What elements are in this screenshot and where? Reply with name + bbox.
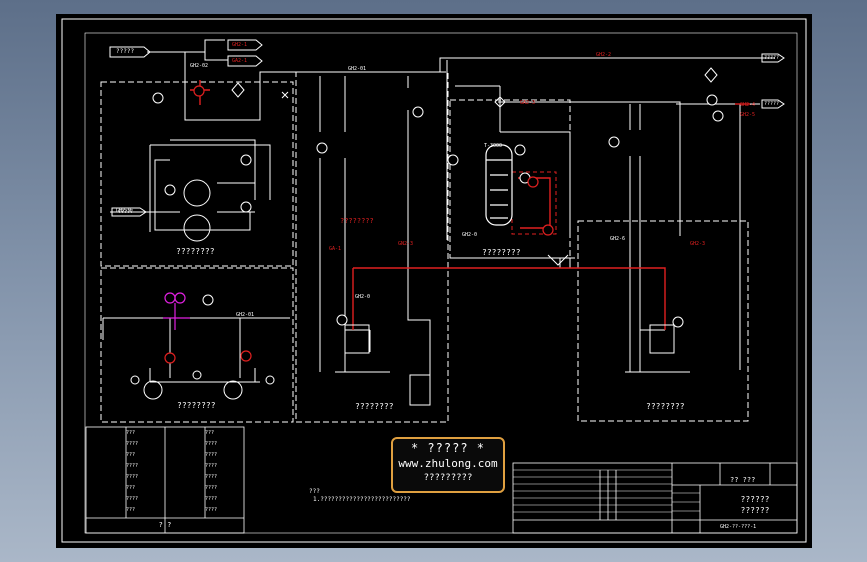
legend-cell: ???? [205,506,218,513]
legend-row: ???? ???? [86,471,244,482]
svg-text:GH2-4: GH2-4 [740,102,755,108]
note-text: 1.????????????????????????? [313,496,411,503]
legend-cell: ???? [205,495,218,502]
title-block-drawing-number: GH2-??-???-1 [720,524,757,530]
legend-cell: ??? [126,506,136,513]
red-flow-lines [190,80,750,330]
legend-title: ? ? [158,521,172,529]
magenta-instruments [163,292,190,330]
svg-text:GH2-1: GH2-1 [232,42,247,48]
svg-text:GH2-5: GH2-5 [740,112,755,118]
legend-cell: ???? [205,451,218,458]
svg-text:GN2-3: GN2-3 [398,241,413,247]
legend-cell: ??? [126,429,136,436]
legend-cell: ??? [205,429,215,436]
svg-text:T-3000: T-3000 [484,143,502,149]
svg-text:GH2-2: GH2-2 [596,52,611,58]
note-label: ??? [309,488,320,495]
legend-cell: ??? [126,451,136,458]
svg-text:GH2-6: GH2-6 [610,236,625,242]
svg-text:GH2-0: GH2-0 [355,294,370,300]
outlet-tag: ????? [764,55,780,61]
legend-cell: ??? [126,484,136,491]
red-frame [511,171,557,235]
sheet-border [61,18,807,543]
reactor-column [485,144,513,226]
tag-arrows [109,39,785,217]
legend-cell: ???? [205,440,218,447]
section-label-bottom-left: ???????? [177,401,216,410]
section-label-red: ???????? [340,217,374,225]
instrument-bubbles [130,92,724,385]
watermark-url[interactable]: www.zhulong.com [398,457,498,470]
left-inlet-tag: ????? [118,209,134,215]
legend-cell: ???? [126,462,139,469]
legend-row: ???? ???? [86,493,244,504]
white-tags: GH2-01 GH2-02 GH2-6 GH2-0 GH2-01 GH2-9 G… [116,63,625,318]
legend-cell: ???? [205,462,218,469]
section-label-center-bottom: ???????? [355,402,394,411]
svg-text:GH2-9: GH2-9 [116,208,131,214]
valves [231,67,718,266]
svg-text:GA-1: GA-1 [329,246,341,252]
legend-table-grid [85,426,245,534]
inlet-tag: ????? [116,48,135,55]
equipment [143,179,675,406]
svg-text:GH2-0: GH2-0 [462,232,477,238]
svg-text:GH2-01: GH2-01 [348,66,366,72]
section-label-middle: ???????? [482,248,521,257]
svg-text:GH2-3: GH2-3 [690,241,705,247]
legend-row: ??? ??? [86,427,244,438]
legend-row: ??? ???? [86,482,244,493]
legend-row: ???? ???? [86,460,244,471]
svg-text:GH2-02: GH2-02 [190,63,208,69]
legend-cell: ???? [126,495,139,502]
svg-text:GH2-01: GH2-01 [236,312,254,318]
section-label-top-left: ???????? [176,247,215,256]
watermark-title: * ????? * [410,441,486,455]
watermark-subtitle: ????????? [423,473,473,483]
outlet-tag-2: ????? [764,101,780,107]
svg-text:GA2-3: GA2-3 [520,100,535,106]
red-tags: GH2-1 GA2-1 GH2-2 GA2-3 GH2-4 GH2-5 GA-1… [232,42,755,252]
red-instruments [164,85,554,364]
title-block-drawing-title: ?????? ?????? [740,495,770,515]
legend-cell: ???? [126,473,139,480]
watermark-box[interactable]: * ????? * www.zhulong.com ????????? [391,437,505,493]
svg-text:GA2-1: GA2-1 [232,58,247,64]
legend-cell: ???? [126,440,139,447]
title-block-rows [513,469,700,513]
inner-border [84,32,798,534]
legend-table: ??? ??? ???? ???? ??? ???? ???? ???? ???… [86,427,244,518]
legend-row: ???? ???? [86,438,244,449]
legend-row: ??? ???? [86,449,244,460]
section-label-right-bottom: ???????? [646,402,685,411]
legend-cell: ???? [205,484,218,491]
legend-row: ??? ???? [86,504,244,515]
title-block-project: ?? ??? [730,476,756,484]
legend-cell: ???? [205,473,218,480]
